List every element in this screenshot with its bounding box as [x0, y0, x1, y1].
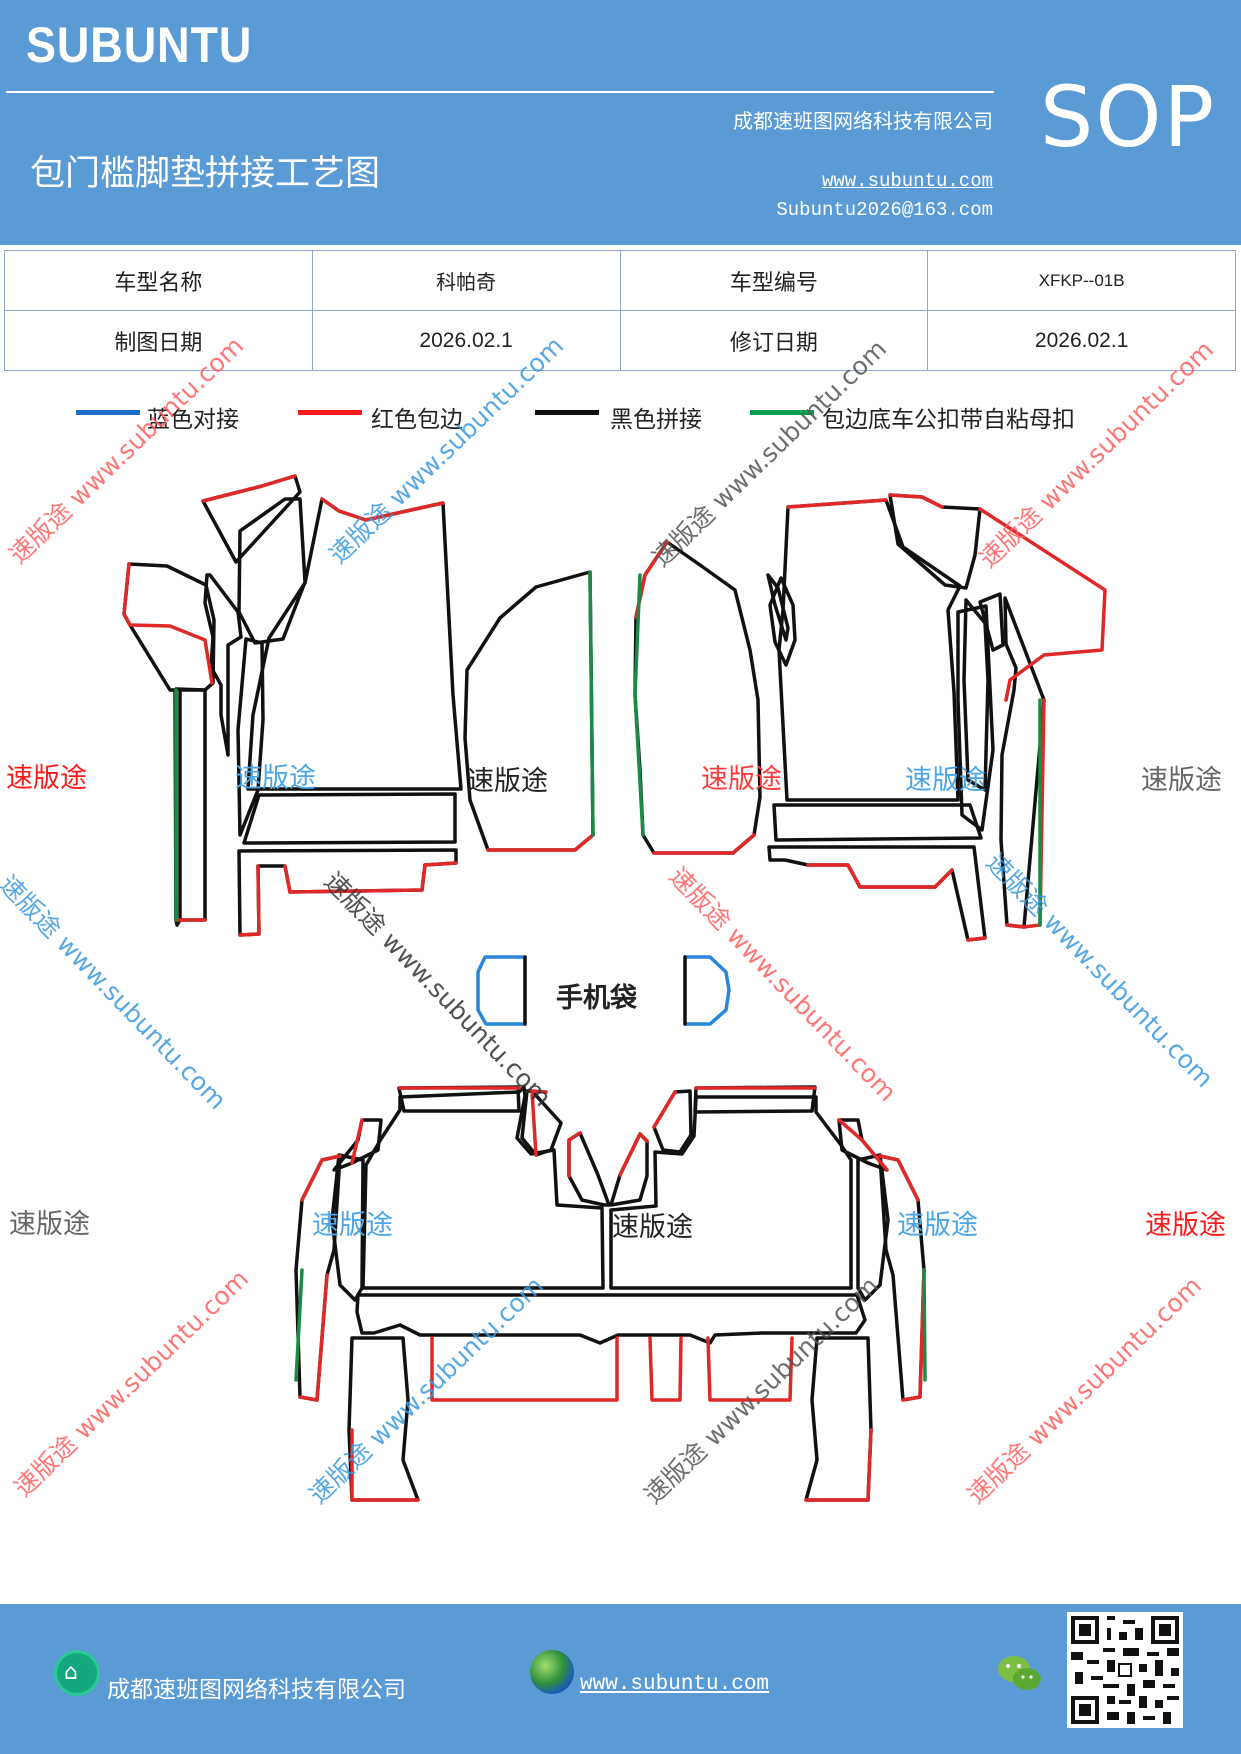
model-name-value: 科帕奇: [311, 250, 621, 311]
mat-piece: [609, 1095, 853, 1290]
header-email[interactable]: Subuntu2026@163.com: [776, 199, 993, 221]
legend-label: 包边底车公扣带自粘母扣: [822, 407, 1075, 433]
mat-piece: [330, 1153, 365, 1302]
mat-piece: [693, 1085, 817, 1114]
watermark-text: 速版途: [235, 763, 316, 794]
legend-swatch-black: [535, 410, 599, 415]
mat-piece: [463, 570, 595, 852]
legend-swatch-blue: [76, 410, 140, 415]
mat-piece: [978, 592, 1005, 652]
home-icon: ⌂: [54, 1650, 100, 1696]
footer-website-link[interactable]: www.subuntu.com: [580, 1673, 770, 1696]
legend-label: 黑色拼接: [610, 407, 702, 433]
mat-piece: [203, 573, 243, 757]
watermark-text: 速版途: [1145, 1210, 1226, 1241]
legend-swatch-green: [750, 410, 814, 415]
watermark-text: 速版途: [9, 1209, 90, 1240]
table-row: 车型名称 科帕奇 车型编号 XFKP--01B: [4, 250, 1236, 311]
mat-piece: [609, 1132, 649, 1207]
mat-piece: [888, 493, 982, 590]
watermark-text: 速版途: [897, 1210, 978, 1241]
model-code-label: 车型编号: [619, 250, 929, 311]
mat-piece: [804, 1336, 873, 1502]
header-website-link[interactable]: www.subuntu.com: [821, 170, 993, 192]
legend-label: 红色包边: [371, 407, 463, 433]
mat-piece: [122, 562, 216, 927]
watermark-text: 速版途: [467, 766, 548, 797]
revise-date-value: 2026.02.1: [927, 310, 1236, 371]
doc-type-label: SOP: [1040, 68, 1217, 166]
watermark-text: 速版途: [612, 1212, 693, 1243]
header-divider: [6, 91, 994, 93]
mat-piece: [777, 498, 962, 802]
phone-bag-left-outline: [476, 955, 527, 1026]
header-company: 成都速班图网络科技有限公司: [733, 109, 993, 133]
header-banner: [0, 0, 1241, 245]
mat-piece: [856, 1153, 890, 1302]
green-velcro-edges: [174, 570, 1042, 1382]
mat-piece: [242, 792, 457, 845]
page-title: 包门槛脚垫拼接工艺图: [30, 154, 381, 194]
model-code-value: XFKP--01B: [927, 250, 1236, 311]
footer-company: 成都速班图网络科技有限公司: [107, 1677, 406, 1703]
phone-bag-right-outline: [683, 955, 731, 1026]
globe-icon: [530, 1650, 574, 1694]
mat-piece: [878, 1154, 926, 1402]
draw-date-label: 制图日期: [4, 310, 313, 371]
table-row: 制图日期 2026.02.1 修订日期 2026.02.1: [4, 310, 1236, 371]
wechat-icon[interactable]: [996, 1652, 1046, 1696]
mat-piece: [236, 637, 265, 837]
mat-piece: [652, 1089, 693, 1154]
brand-logo: SUBUNTU: [26, 17, 253, 73]
mat-piece: [567, 1131, 611, 1207]
mat-piece: [355, 1293, 867, 1345]
mat-piece: [956, 604, 995, 832]
watermark-text: 速版途: [6, 763, 87, 794]
phone-bag-label: 手机袋: [556, 983, 637, 1014]
watermark-text: 速版途: [312, 1210, 393, 1241]
legend-label: 蓝色对接: [147, 407, 239, 433]
mat-piece: [361, 1085, 605, 1290]
mat-piece: [767, 845, 987, 942]
model-name-label: 车型名称: [4, 250, 313, 311]
mat-piece: [633, 540, 762, 855]
blue-butt-edges: [476, 955, 731, 1026]
mat-piece: [999, 596, 1046, 929]
model-info-table: 车型名称 科帕奇 车型编号 XFKP--01B 制图日期 2026.02.1 修…: [4, 250, 1236, 371]
watermark-text: 速版途: [1141, 765, 1222, 796]
watermark-text: 速版途: [701, 764, 782, 795]
watermark-text: 速版途: [905, 765, 986, 796]
draw-date-value: 2026.02.1: [311, 310, 621, 371]
mat-piece: [397, 1085, 521, 1113]
mat-piece: [768, 576, 797, 667]
mat-piece: [772, 803, 983, 842]
revise-date-label: 修订日期: [619, 310, 929, 371]
qr-code: [1067, 1612, 1183, 1728]
mat-piece: [766, 573, 790, 642]
legend-swatch-red: [298, 410, 362, 415]
